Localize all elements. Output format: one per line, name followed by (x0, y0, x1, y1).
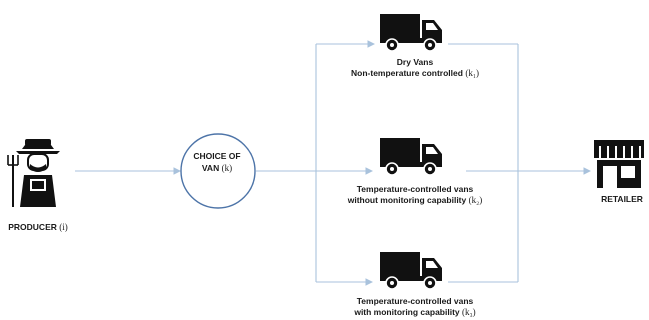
van1-symbol: (k₁) (465, 68, 479, 78)
producer-symbol: (i) (59, 222, 68, 232)
truck-icon (379, 137, 443, 176)
truck-icon (379, 251, 443, 290)
choice-of-van-circle (180, 133, 256, 209)
van3-label: Temperature-controlled vans with monitor… (322, 296, 508, 318)
van1-line1: Dry Vans (396, 57, 434, 67)
retailer-text: RETAILER (601, 194, 643, 204)
van1-label: Dry Vans Non-temperature controlled (k₁) (330, 57, 500, 79)
van2-line1: Temperature-controlled vans (356, 184, 474, 194)
truck-icon (379, 13, 443, 52)
van3-line2: with monitoring capability (354, 307, 460, 317)
van3-symbol: (k₃) (462, 307, 476, 317)
choice-line2: VAN (201, 163, 220, 173)
producer-text: PRODUCER (8, 222, 57, 232)
choice-symbol: (k) (221, 163, 233, 173)
van2-line2: without monitoring capability (347, 195, 467, 205)
van2-label: Temperature-controlled vans without moni… (322, 184, 508, 206)
connectors (75, 40, 592, 286)
van3-line1: Temperature-controlled vans (356, 296, 474, 306)
choice-line1: CHOICE OF (193, 151, 241, 161)
farmer-icon (7, 139, 60, 207)
producer-label: PRODUCER (i) (0, 222, 76, 233)
store-icon (594, 140, 644, 188)
van2-symbol: (k₂) (468, 195, 483, 205)
choice-of-van-label: CHOICE OF VAN (k) (180, 150, 254, 174)
van1-line2: Non-temperature controlled (351, 68, 463, 78)
retailer-label: RETAILER (596, 194, 648, 205)
